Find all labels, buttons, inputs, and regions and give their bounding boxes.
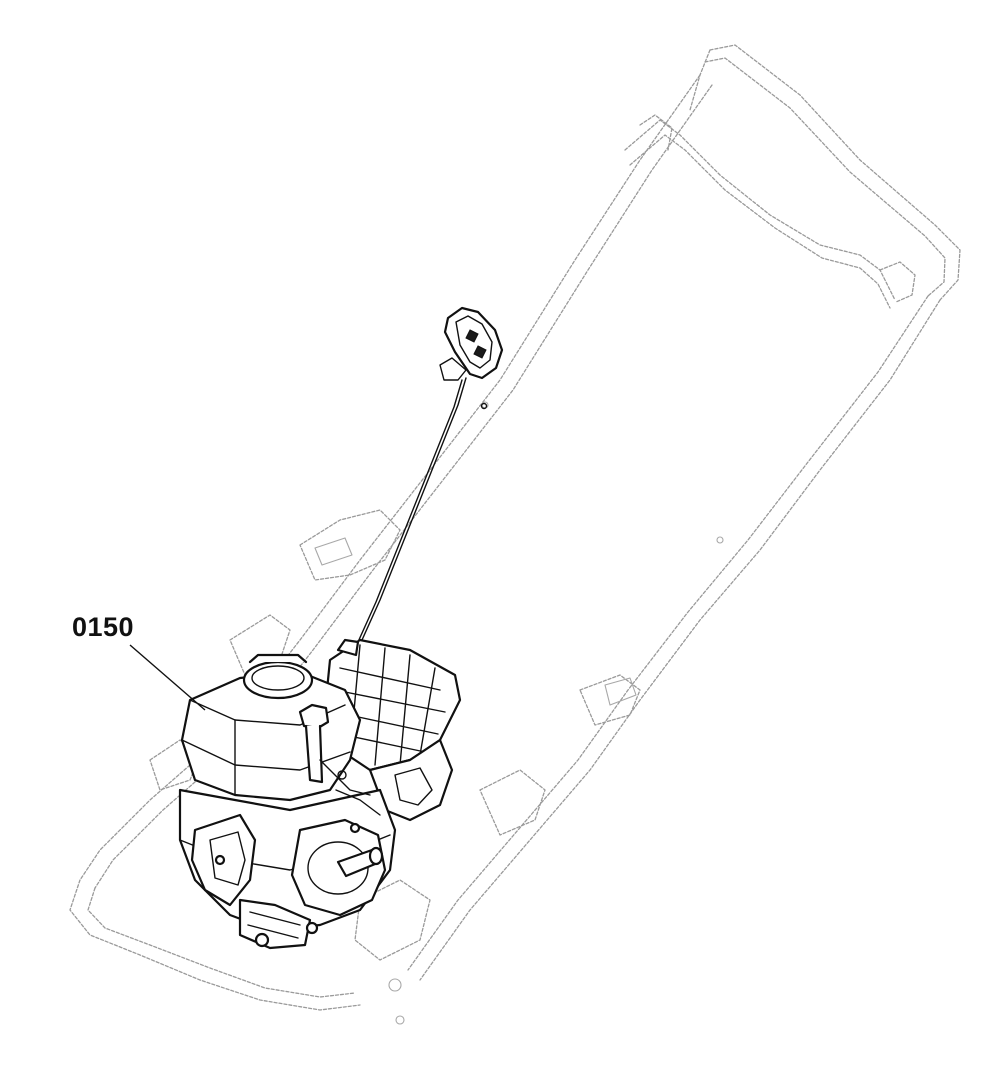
- part-callout-label: 0150: [72, 612, 135, 642]
- callout-leader-line: [129, 644, 206, 711]
- recoil-starter-handle: [439, 306, 504, 410]
- starter-rope-inner: [357, 379, 463, 643]
- ghosted-handle-frame: [69, 44, 961, 1025]
- starter-rope: [361, 377, 467, 641]
- engine-assembly: [178, 638, 462, 950]
